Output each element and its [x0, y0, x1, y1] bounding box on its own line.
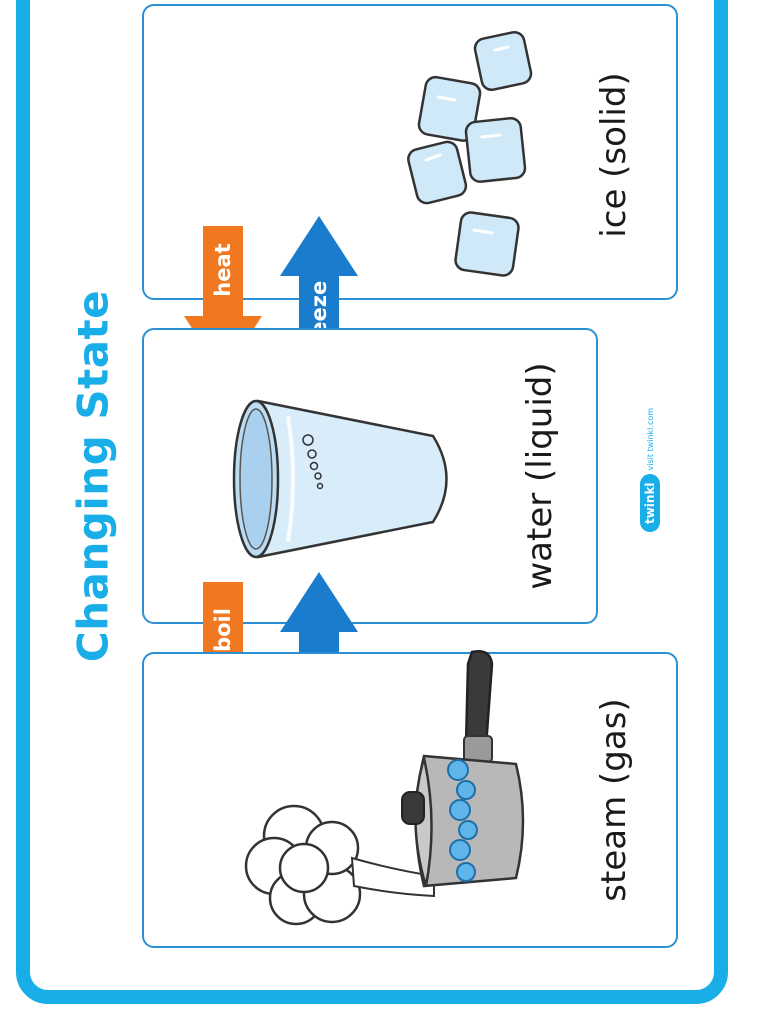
logo-url: visit twinkl.com: [645, 407, 655, 471]
saucepan-with-steam-icon: [244, 650, 525, 926]
label-water: water (liquid): [520, 362, 560, 590]
ice-cubes-icon: [407, 30, 533, 277]
twinkl-logo: twinkl visit twinkl.com: [640, 407, 660, 533]
boil-label: boil: [211, 608, 235, 652]
label-ice: ice (solid): [594, 72, 634, 238]
glass-of-water-icon: [232, 399, 448, 559]
label-steam: steam (gas): [594, 698, 634, 902]
heat-label: heat: [211, 243, 235, 297]
poster-title: Changing State: [68, 289, 118, 663]
logo-brand: twinkl: [640, 474, 660, 533]
